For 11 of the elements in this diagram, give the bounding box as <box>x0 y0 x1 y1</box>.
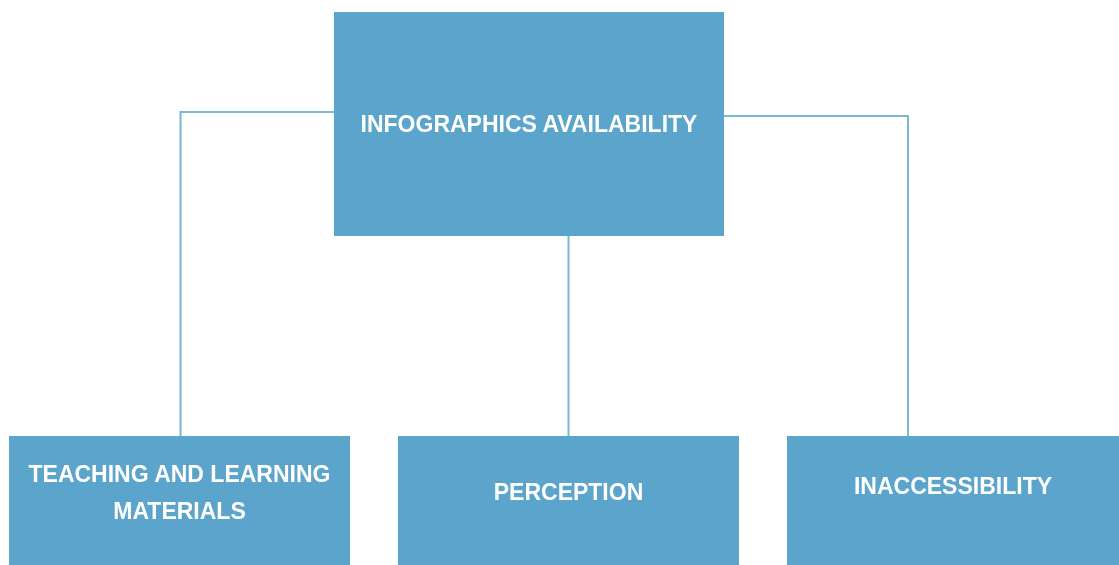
connector-line <box>567 235 570 437</box>
category-box <box>334 12 724 236</box>
category-box <box>398 436 739 565</box>
box-label: INACCESSIBILITY <box>852 472 1054 502</box>
connector-line <box>179 111 335 437</box>
connector-line <box>723 115 909 437</box>
box-label: INFOGRAPHICS AVAILABILITY <box>359 109 699 139</box>
category-box <box>787 436 1119 565</box>
box-label: TEACHING AND LEARNING MATERIALS <box>27 459 332 526</box>
box-label: PERCEPTION <box>492 478 645 508</box>
category-box <box>9 436 350 565</box>
